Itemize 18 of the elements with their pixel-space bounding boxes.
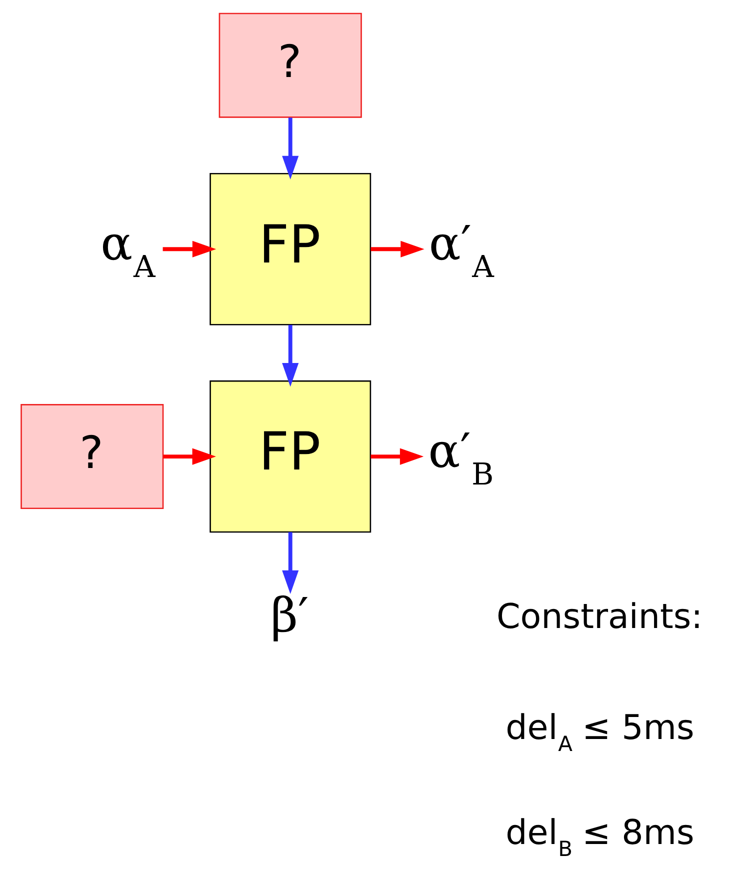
arrow <box>282 118 299 180</box>
arrow <box>370 240 424 258</box>
node-text: α′$_{B}$ <box>428 424 494 492</box>
node-box: ? <box>20 404 164 510</box>
arrow <box>162 240 216 258</box>
label: del$_{A}$ ≤ 5ms <box>506 708 694 756</box>
arrow <box>163 448 216 465</box>
arrow <box>282 532 299 594</box>
node-box: FP <box>210 172 372 326</box>
node-text: α$_{A}$ <box>100 216 156 285</box>
node-text: α′$_{A}$ <box>428 216 494 285</box>
arrow <box>370 448 424 465</box>
label: Constraints: <box>496 597 703 638</box>
node-text: β′ <box>270 588 309 644</box>
label: del$_{B}$ ≤ 8ms <box>506 813 694 862</box>
node-box: FP <box>210 380 372 533</box>
node-box: ? <box>218 12 362 118</box>
arrow <box>282 324 299 387</box>
